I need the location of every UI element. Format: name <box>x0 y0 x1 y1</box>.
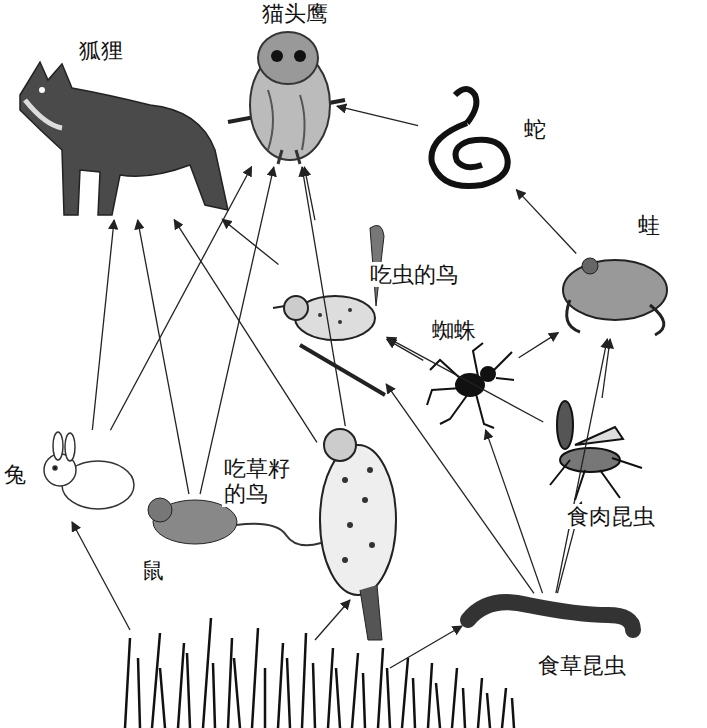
seed-bird-picture <box>320 429 396 640</box>
feeding-arrow <box>556 339 607 593</box>
feeding-arrow <box>92 220 114 430</box>
feeding-arrow <box>304 167 315 220</box>
feeding-arrow <box>387 339 424 360</box>
organism-node: 蛇 <box>420 85 515 190</box>
organism-label: 猫头鹰 <box>260 1 330 26</box>
frog-picture <box>563 258 667 335</box>
organism-node: 猫头鹰 <box>245 25 335 165</box>
organism-label: 兔 <box>2 462 28 487</box>
organism-node: 食肉昆虫 <box>545 400 645 500</box>
spider-picture <box>427 343 514 428</box>
feeding-arrow <box>138 220 189 494</box>
organism-label: 吃草籽的鸟 <box>222 456 298 507</box>
carnivore-insect-picture <box>550 401 642 500</box>
owl-picture <box>228 32 345 164</box>
grass-arrow <box>72 522 462 668</box>
feeding-arrow <box>519 333 559 358</box>
rabbit-picture <box>44 432 134 509</box>
organism-label: 鼠 <box>140 558 166 583</box>
feeding-arrow <box>222 219 278 264</box>
herbivore-insect-picture <box>468 602 633 630</box>
organism-node: 兔 <box>40 432 136 512</box>
feeding-arrow <box>516 190 576 254</box>
organism-node: 吃草籽的鸟 <box>318 428 400 588</box>
insect-bird-picture <box>273 225 385 395</box>
feeding-arrow <box>337 106 418 125</box>
feeding-arrow <box>302 167 345 426</box>
organism-label: 蛙 <box>636 213 662 238</box>
feeding-arrow <box>174 220 317 443</box>
feeding-arrow <box>200 167 274 494</box>
snake-picture <box>431 89 507 186</box>
feeding-arrow <box>387 337 543 422</box>
organism-label: 吃虫的鸟 <box>368 262 460 287</box>
organism-node: 蜘蛛 <box>425 348 517 428</box>
feeding-arrow <box>486 430 543 593</box>
organism-label: 蜘蛛 <box>430 318 478 343</box>
organism-label: 狐狸 <box>77 38 125 63</box>
feeding-arrow <box>386 384 534 593</box>
feeding-arrow <box>110 167 251 430</box>
organism-node: 食草昆虫 <box>462 595 640 640</box>
fox-picture <box>20 62 228 215</box>
organism-label: 食肉昆虫 <box>565 504 657 529</box>
organism-label: 蛇 <box>522 117 548 142</box>
organism-node: 狐狸 <box>15 60 230 218</box>
organism-node: 蛙 <box>560 255 672 337</box>
organism-label: 食草昆虫 <box>536 653 628 678</box>
organism-node: 吃虫的鸟 <box>280 222 385 394</box>
